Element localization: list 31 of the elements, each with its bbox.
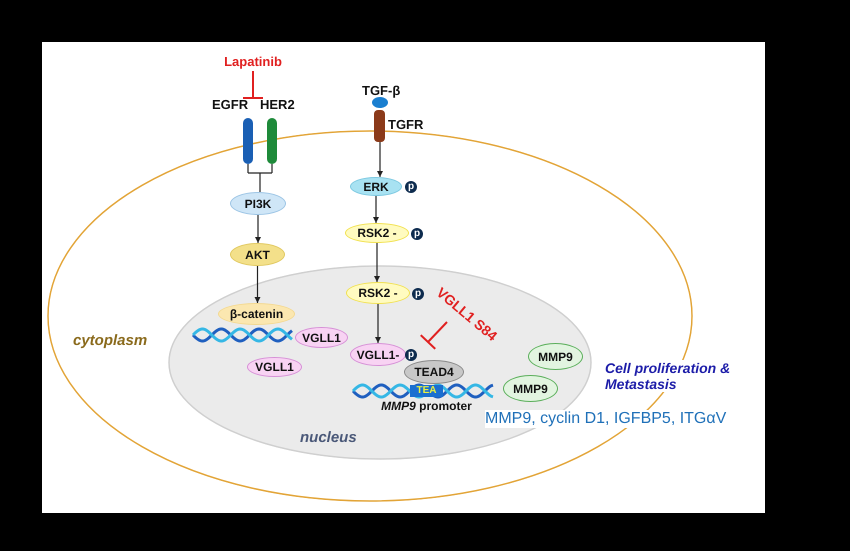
compartment-label: cytoplasm xyxy=(73,333,148,348)
protein-label: VGLL1 xyxy=(302,332,341,344)
arrow xyxy=(377,142,383,177)
protein-label: TEAD4 xyxy=(414,366,454,378)
binding-site-label: TEA xyxy=(416,386,436,396)
arrow xyxy=(255,215,261,243)
protein-label: VGLL1 xyxy=(255,361,294,373)
bracket-connector xyxy=(247,163,273,193)
arrow xyxy=(375,304,381,343)
arrow xyxy=(373,196,379,223)
protein-label: HER2 xyxy=(260,98,295,111)
protein-label: RSK2 - xyxy=(357,227,397,239)
protein-label: VGLL1- xyxy=(356,348,400,360)
protein-label: RSK2 - xyxy=(358,287,398,299)
promoter-label: MMP9 promoter xyxy=(380,400,473,412)
protein-label: β-catenin xyxy=(230,308,284,320)
drug-label: Lapatinib xyxy=(223,55,283,68)
protein-label: MMP9 xyxy=(538,350,573,362)
protein-label: AKT xyxy=(245,248,270,260)
arrow xyxy=(254,266,260,303)
protein-label: EGFR xyxy=(212,98,248,111)
arrow xyxy=(374,243,380,282)
protein-label: TGF-β xyxy=(362,84,400,97)
protein-label: MMP9 xyxy=(513,382,548,394)
protein-label: TGFR xyxy=(388,118,424,131)
protein-label: PI3K xyxy=(244,198,272,210)
inhibition-line xyxy=(242,71,264,99)
protein-label: ERK xyxy=(363,180,389,192)
inhibition-line xyxy=(420,321,448,350)
gene-list-label: MMP9, cyclin D1, IGFBP5, ITGαV xyxy=(485,410,726,428)
compartment-label: nucleus xyxy=(300,430,357,445)
